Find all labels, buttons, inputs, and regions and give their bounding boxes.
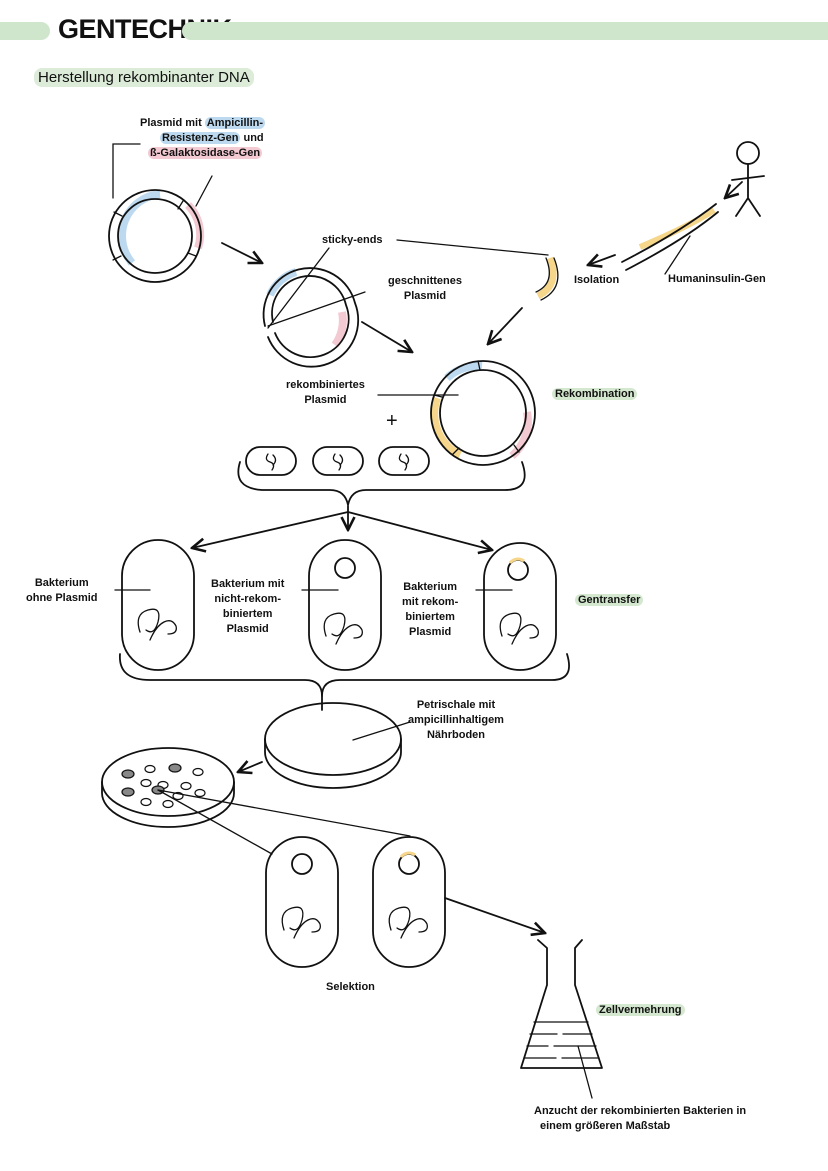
arrow-to-flask [444,897,545,933]
arrow-to-cut-plasmid [221,242,262,263]
insulin-gene-strand [621,203,719,271]
label-recombination: Rekombination [552,387,638,402]
header-bar-right [182,22,828,40]
label-sticky-ends: sticky-ends [322,234,383,246]
header-bar-left [0,22,50,40]
label-selection: Selektion [326,981,375,993]
label-plasmid-genes: Plasmid mit Ampicillin- Resistenz-Gen un… [140,117,266,159]
arrow-gene-to-isolation [588,255,616,265]
plasmid-original [108,189,205,283]
leader-sticky-ends-3 [396,239,549,256]
leader-sticky-ends-2 [267,291,366,327]
plus-sign: + [386,410,398,432]
bacterium-selected-2 [372,836,446,968]
label-cut-plasmid: geschnittenes Plasmid [388,275,462,302]
arrow-to-petri-colonies [238,762,263,772]
petri-dish-colonies [101,747,235,828]
human-figure [731,141,765,217]
bacterium-selected-1 [265,836,339,968]
arrow-cut-to-recombined [361,321,412,352]
brace-upper [237,461,526,506]
arrow-to-bacterium-1 [192,511,349,548]
plasmid-recombined [430,360,536,466]
label-petri-dish: Petrischale mit ampicillinhaltigem Nährb… [408,699,504,741]
leader-flask [577,1045,593,1099]
bacterium-nonrecombined [308,539,382,671]
arrow-to-bacterium-3 [347,511,492,550]
label-bacterium-nonrecombined: Bakterium mit nicht-rekom- biniertem Pla… [211,578,285,635]
leader-insulin-gene [664,235,691,275]
small-bacteria-row [245,446,430,476]
leader-plasmid-right [195,175,213,207]
label-isolation: Isolation [574,274,620,286]
arrow-isolation-to-recombination [488,307,523,344]
label-bacterium-recombined: Bakterium mit rekom- biniertem Plasmid [402,581,459,638]
label-cultivation: Anzucht der rekombinierten Bakterien in … [534,1105,747,1132]
label-human-insulin-gene: Humaninsulin-Gen [668,273,766,285]
brace-lower [119,653,570,697]
leader-petri-dish [352,721,411,741]
label-cell-multiplication: Zellvermehrung [596,1003,685,1018]
label-recombined-plasmid: rekombiniertes Plasmid [286,379,365,406]
bacterium-recombined [483,542,557,671]
subtitle: Herstellung rekombinanter DNA [34,68,254,87]
label-gene-transfer: Gentransfer [575,593,644,608]
petri-dish-large [264,702,402,789]
leader-plasmid-left [112,143,141,199]
leader-colony-2 [157,789,411,837]
leader-sticky-ends-1 [267,247,330,329]
bacterium-no-plasmid [121,539,195,671]
isolated-gene [536,256,557,300]
arrow-human-to-gene [725,181,743,198]
plasmid-cut [262,267,360,368]
label-bacterium-no-plasmid: Bakterium ohne Plasmid [26,577,98,604]
culture-flask [520,939,603,1069]
leader-colony-1 [157,789,273,855]
